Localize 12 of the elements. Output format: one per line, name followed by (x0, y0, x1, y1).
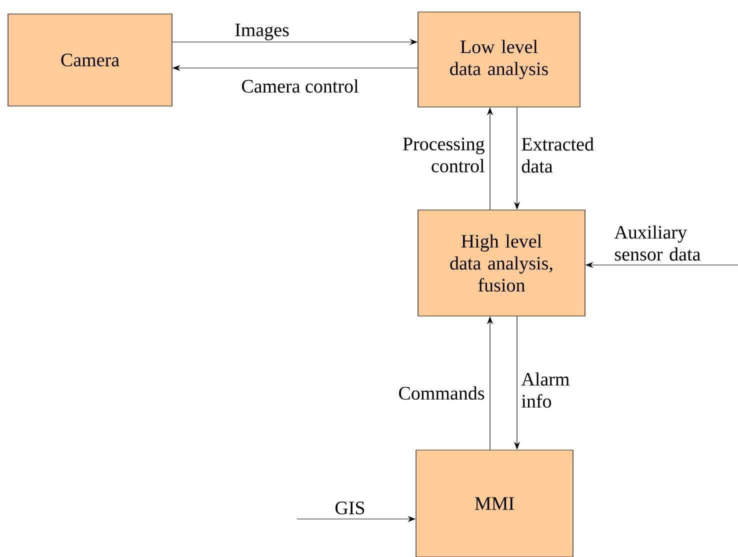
edge-label: Processing control (403, 138, 484, 172)
edge-label: Commands (399, 386, 484, 400)
edge-label: Auxiliary sensor data (614, 225, 700, 261)
edge-label: Extracted data (522, 137, 594, 173)
process-box: Camera (8, 14, 172, 106)
process-box: MMI (416, 450, 574, 557)
edge-label: Camera control (242, 79, 358, 93)
edge-label: GIS (335, 502, 364, 514)
process-box: Low level data analysis (418, 12, 580, 108)
edge-label: Alarm info (521, 372, 570, 408)
process-box: High level data analysis, fusion (418, 210, 586, 316)
edge-label: Images (235, 24, 289, 40)
